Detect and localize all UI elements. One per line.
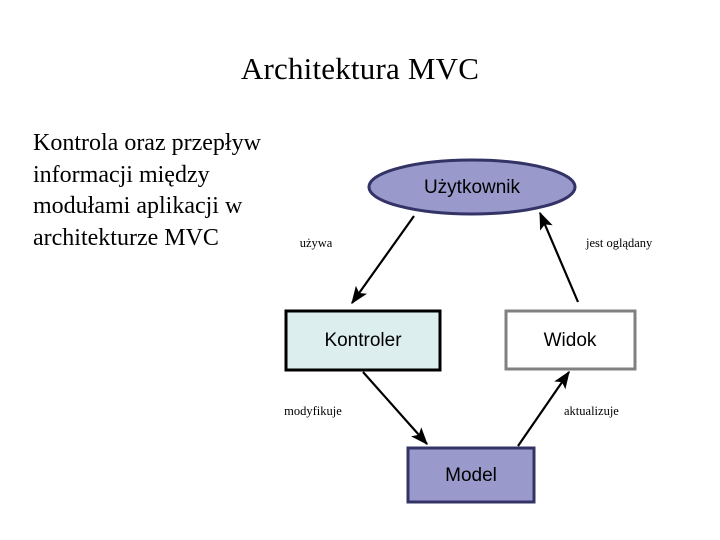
edge-modyfikuje: modyfikuje <box>284 371 428 445</box>
node-widok-label: Widok <box>544 330 597 351</box>
node-kontroler-label: Kontroler <box>324 330 402 351</box>
edge-aktualizuje: aktualizuje <box>517 370 619 447</box>
edge-uzywa-line <box>351 215 415 305</box>
edge-label-jest-ogladany: jest oglądany <box>585 236 653 250</box>
node-model-shape[interactable] <box>406 446 536 504</box>
edge-jest-ogladany: jest oglądany <box>538 211 653 303</box>
node-uzytkownik[interactable]: Użytkownik <box>367 158 577 216</box>
node-model-label: Model <box>445 465 497 486</box>
node-uzytkownik-label: Użytkownik <box>424 177 521 198</box>
edge-aktualizuje-line <box>517 370 570 447</box>
node-kontroler[interactable]: Kontroler <box>284 309 442 372</box>
node-widok[interactable]: Widok <box>504 309 637 371</box>
page-title: Architektura MVC <box>240 51 480 86</box>
edge-uzywa: używa <box>300 215 415 305</box>
body-text: Kontrola oraz przepływ informacji między… <box>33 130 261 251</box>
edge-label-aktualizuje: aktualizuje <box>564 404 619 418</box>
node-model[interactable]: Model <box>406 446 536 504</box>
node-widok-shape[interactable] <box>504 309 637 371</box>
edge-modyfikuje-line <box>362 371 428 445</box>
edge-label-uzywa: używa <box>300 236 333 250</box>
node-kontroler-shape[interactable] <box>284 309 442 372</box>
edge-jest-ogladany-line <box>538 211 580 303</box>
edge-label-modyfikuje: modyfikuje <box>284 404 342 418</box>
node-uzytkownik-shape[interactable] <box>367 158 577 216</box>
